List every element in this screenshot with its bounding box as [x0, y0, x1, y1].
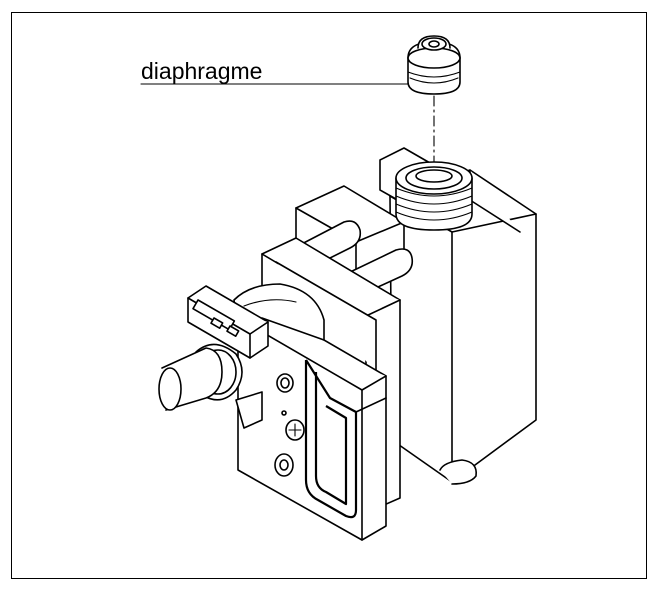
leader-line — [140, 83, 415, 87]
side-bracket — [235, 391, 263, 429]
diaphragm-part — [407, 35, 461, 95]
adjustment-knob — [158, 343, 243, 411]
threaded-outlet — [379, 147, 473, 231]
coil-housing — [237, 303, 387, 541]
connector — [187, 285, 269, 359]
diaphragm-label: diaphragme — [141, 58, 263, 84]
coil-cylinder — [233, 283, 325, 341]
drawing-frame — [11, 12, 647, 579]
